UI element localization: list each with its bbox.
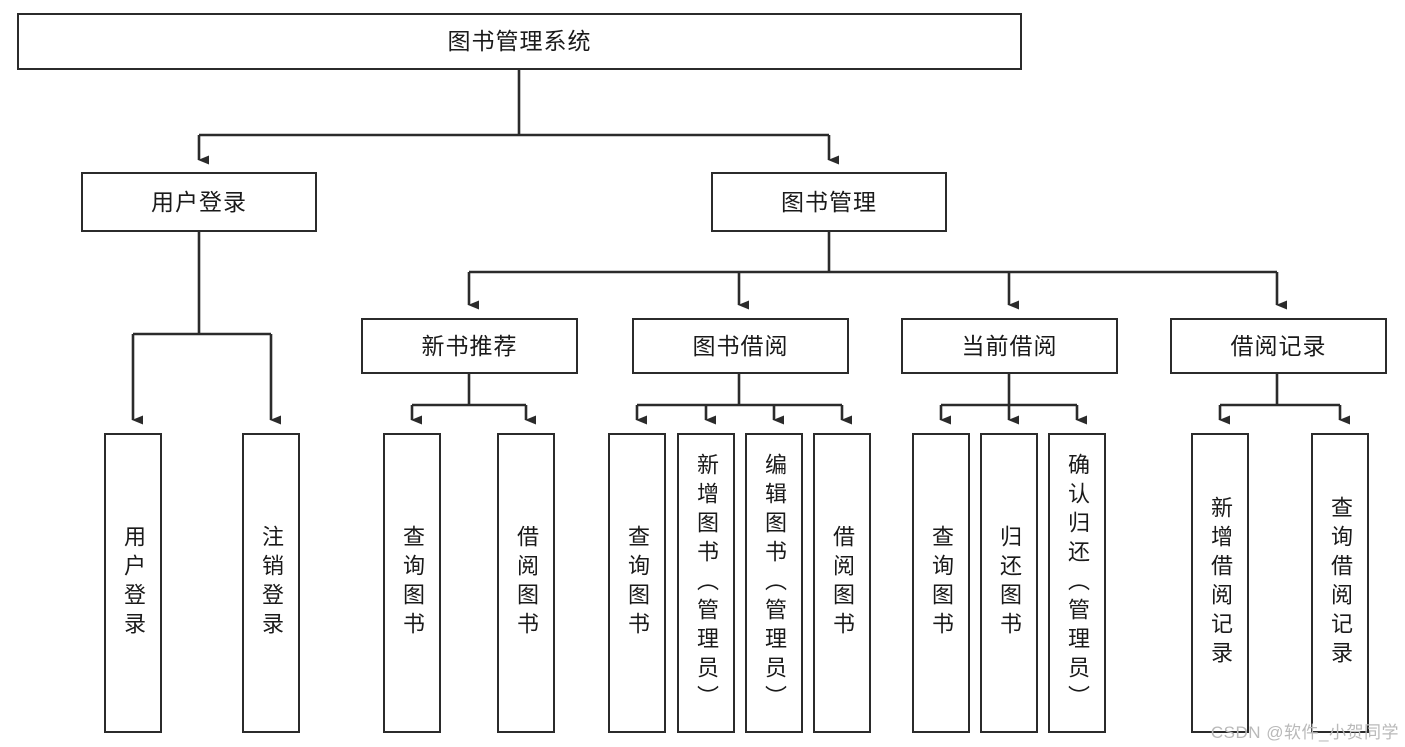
node-leaf-add-record[interactable]: 新增借阅记录 [1191, 433, 1249, 733]
node-book-manage-label: 图书管理 [781, 188, 877, 215]
node-leaf-query-book-1[interactable]: 查询图书 [383, 433, 441, 733]
node-leaf-query-book-2[interactable]: 查询图书 [608, 433, 666, 733]
node-current-borrow[interactable]: 当前借阅 [901, 318, 1118, 374]
node-leaf-add-book-label: 新增图书（管理员） [694, 452, 719, 714]
node-book-borrow-label: 图书借阅 [692, 332, 789, 359]
node-leaf-edit-book-label: 编辑图书（管理员） [762, 452, 787, 714]
node-leaf-user-logout-label: 注销登录 [259, 525, 284, 641]
node-borrow-record-label: 借阅记录 [1230, 332, 1327, 359]
node-book-borrow[interactable]: 图书借阅 [632, 318, 849, 374]
node-leaf-query-book-3-label: 查询图书 [929, 525, 954, 641]
node-leaf-borrow-book-1[interactable]: 借阅图书 [497, 433, 555, 733]
node-leaf-query-record[interactable]: 查询借阅记录 [1311, 433, 1369, 733]
node-leaf-add-book[interactable]: 新增图书（管理员） [677, 433, 735, 733]
node-new-book-rec-label: 新书推荐 [421, 332, 518, 359]
node-root[interactable]: 图书管理系统 [17, 13, 1022, 70]
node-new-book-rec[interactable]: 新书推荐 [361, 318, 578, 374]
node-leaf-confirm-return-label: 确认归还（管理员） [1065, 452, 1090, 714]
node-leaf-query-book-3[interactable]: 查询图书 [912, 433, 970, 733]
node-leaf-user-login[interactable]: 用户登录 [104, 433, 162, 733]
node-leaf-user-login-label: 用户登录 [121, 525, 146, 641]
node-book-manage[interactable]: 图书管理 [711, 172, 947, 232]
node-current-borrow-label: 当前借阅 [961, 332, 1058, 359]
node-leaf-edit-book[interactable]: 编辑图书（管理员） [745, 433, 803, 733]
node-user-login-label: 用户登录 [151, 188, 247, 215]
node-leaf-add-record-label: 新增借阅记录 [1208, 496, 1233, 670]
node-leaf-confirm-return[interactable]: 确认归还（管理员） [1048, 433, 1106, 733]
node-leaf-return-book-label: 归还图书 [997, 525, 1022, 641]
node-leaf-query-book-2-label: 查询图书 [625, 525, 650, 641]
node-leaf-borrow-book-2-label: 借阅图书 [830, 525, 855, 641]
node-leaf-borrow-book-1-label: 借阅图书 [514, 525, 539, 641]
node-borrow-record[interactable]: 借阅记录 [1170, 318, 1387, 374]
node-user-login[interactable]: 用户登录 [81, 172, 317, 232]
node-leaf-user-logout[interactable]: 注销登录 [242, 433, 300, 733]
node-leaf-query-record-label: 查询借阅记录 [1328, 496, 1353, 670]
node-leaf-borrow-book-2[interactable]: 借阅图书 [813, 433, 871, 733]
node-root-label: 图书管理系统 [447, 28, 592, 55]
node-leaf-query-book-1-label: 查询图书 [400, 525, 425, 641]
node-leaf-return-book[interactable]: 归还图书 [980, 433, 1038, 733]
